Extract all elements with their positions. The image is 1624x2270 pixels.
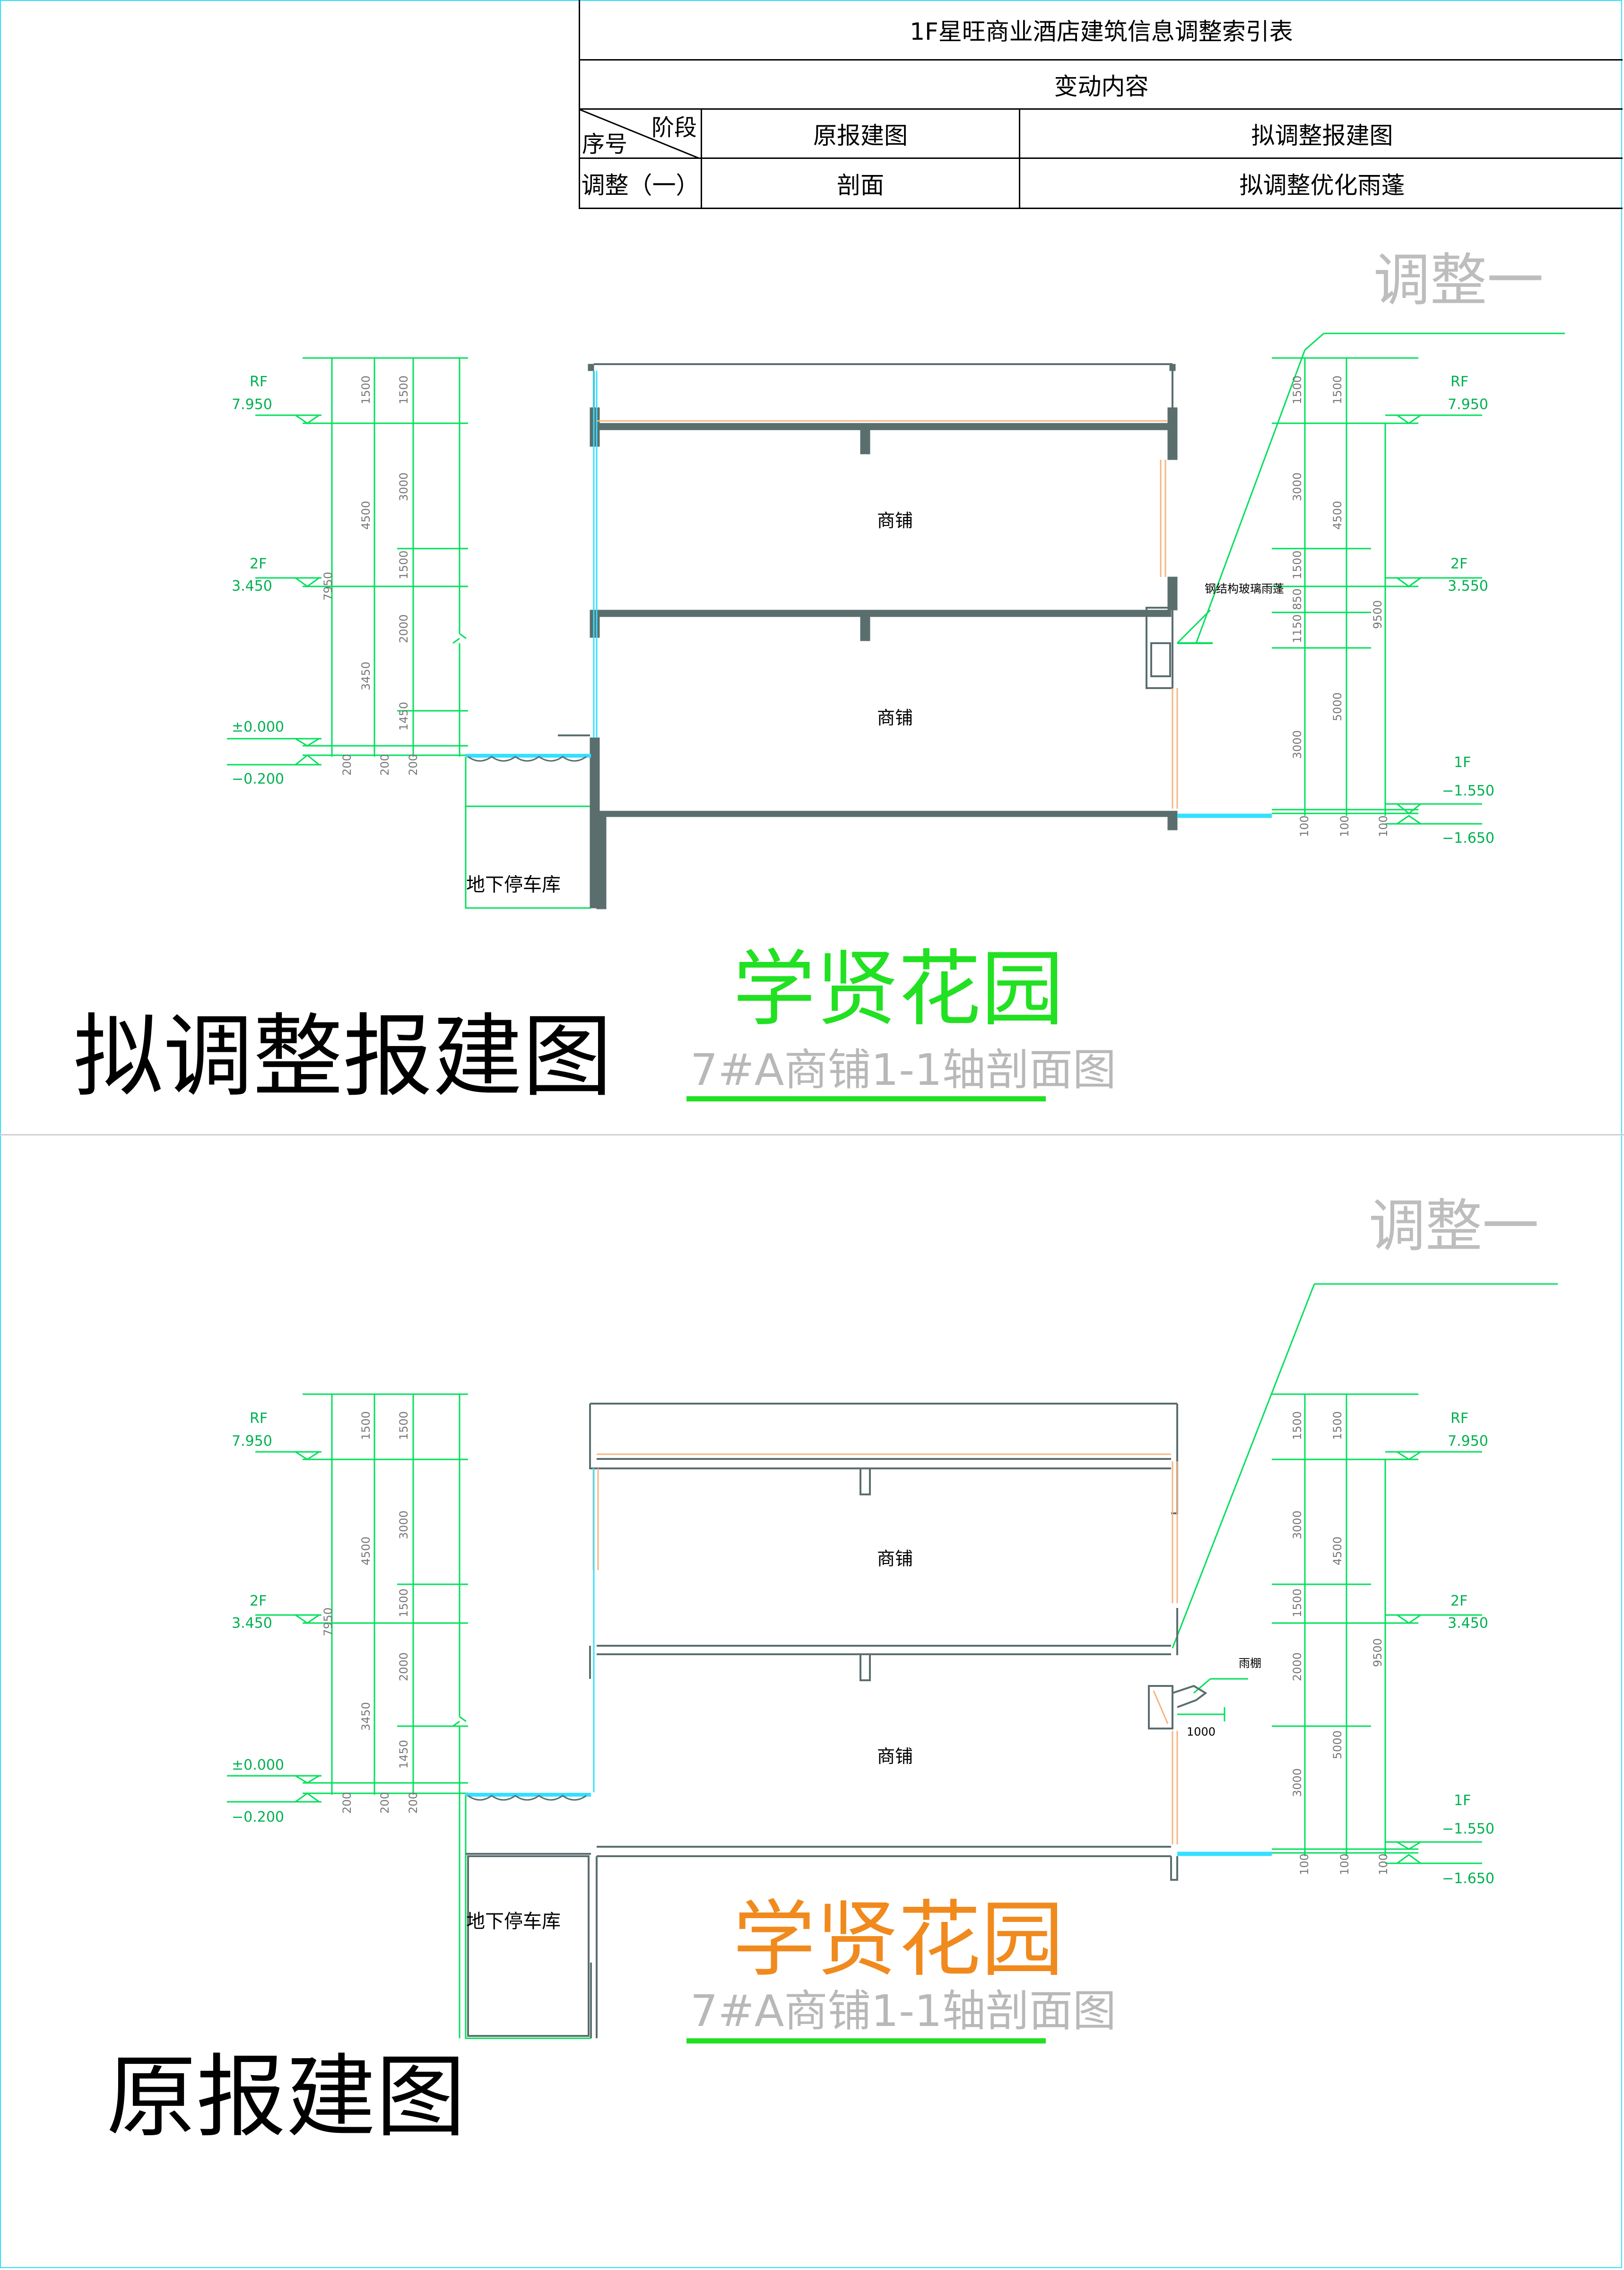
- bottom-left-level-zero: ±0.000: [232, 1757, 285, 1773]
- bottom-left-dim-0: 1500: [359, 1411, 373, 1440]
- bottom-right-dim-7: 5000: [1331, 1730, 1344, 1759]
- bottom-left-dim-3: 4500: [359, 1536, 373, 1565]
- bottom-left-dim-1: 1500: [397, 1411, 410, 1440]
- bottom-right-dim-9: 100: [1298, 1853, 1311, 1875]
- bottom-basement-label: 地下停车库: [466, 1911, 561, 1932]
- bottom-right-level-1f-elev: −1.550: [1442, 1821, 1495, 1837]
- sheet-divider: [0, 1134, 1624, 1135]
- bottom-left-level-2f-elev: 3.450: [232, 1615, 272, 1632]
- top-left-level-rf-elev: 7.950: [232, 396, 272, 413]
- table-col-original: 原报建图: [813, 122, 908, 149]
- table-section-row: 变动内容: [580, 61, 1623, 110]
- index-table: 1F星旺商业酒店建筑信息调整索引表 变动内容 阶段 序号 原报建图 拟调整报建图…: [579, 0, 1623, 209]
- bottom-right-level-1f-name: 1F: [1454, 1792, 1471, 1809]
- bottom-room-upper: 商铺: [877, 1548, 913, 1569]
- bottom-right-dim-0: 1500: [1291, 1411, 1304, 1440]
- bottom-left-level-rf-name: RF: [250, 1410, 268, 1427]
- top-left-level-2f-name: 2F: [250, 556, 267, 572]
- bottom-left-dim-7: 3450: [359, 1702, 373, 1731]
- top-section-drawing: [227, 332, 1565, 909]
- top-canopy-note: 钢结构玻璃雨蓬: [1205, 582, 1284, 595]
- bottom-right-dim-10: 100: [1338, 1853, 1351, 1875]
- bottom-title-underline: [686, 2038, 1046, 2043]
- table-title-row: 1F星旺商业酒店建筑信息调整索引表: [580, 0, 1623, 61]
- bottom-canopy-dim: 1000: [1187, 1725, 1216, 1738]
- top-heading: 拟调整报建图: [73, 1004, 613, 1109]
- top-left-level-2f-elev: 3.450: [232, 578, 272, 594]
- top-project-title: 学贤花园: [733, 942, 1064, 1038]
- top-room-lower: 商铺: [877, 707, 913, 728]
- top-drawing-title: 7#A商铺1-1轴剖面图: [690, 1045, 1116, 1095]
- bottom-canopy-note: 雨棚: [1239, 1657, 1261, 1670]
- bottom-right-dim-1: 1500: [1331, 1411, 1344, 1440]
- bottom-right-dim-3: 4500: [1331, 1536, 1344, 1565]
- bottom-left-dim-10: 200: [378, 1792, 391, 1814]
- bottom-right-level-2f-elev: 3.450: [1448, 1615, 1488, 1632]
- top-left-level-rf-name: RF: [250, 374, 268, 390]
- table-col-proposed: 拟调整报建图: [1251, 122, 1393, 149]
- top-room-upper: 商铺: [877, 510, 913, 531]
- bottom-right-dim-8: 3000: [1291, 1768, 1304, 1797]
- table-stage-seq-cell: 阶段 序号: [580, 110, 701, 159]
- top-right-level-rf-elev: 7.950: [1448, 396, 1488, 413]
- bottom-right-level-rf-elev: 7.950: [1448, 1433, 1488, 1449]
- table-row-label: 调整（一）: [581, 171, 700, 199]
- top-right-level-1f-elev: −1.550: [1442, 783, 1495, 799]
- bottom-left-dim-4: 1500: [397, 1588, 410, 1617]
- top-right-level-minus: −1.650: [1442, 830, 1495, 847]
- top-right-level-2f-name: 2F: [1450, 556, 1468, 572]
- bottom-project-title: 学贤花园: [733, 1892, 1064, 1988]
- bottom-right-dim-11: 100: [1377, 1853, 1390, 1875]
- bottom-right-level-2f-name: 2F: [1450, 1593, 1468, 1609]
- bottom-room-lower: 商铺: [877, 1746, 913, 1767]
- bottom-drawing-title: 7#A商铺1-1轴剖面图: [690, 1986, 1116, 2036]
- bottom-heading: 原报建图: [106, 2045, 466, 2149]
- table-col-stage: 阶段: [651, 114, 697, 141]
- bottom-right-dim-4: 1500: [1291, 1588, 1304, 1617]
- table-row-original: 剖面: [837, 171, 884, 199]
- top-right-level-2f-elev: 3.550: [1448, 578, 1488, 594]
- table-col-seq: 序号: [582, 131, 628, 157]
- top-adjustment-tag: 调整一: [1373, 248, 1544, 314]
- top-basement-label: 地下停车库: [466, 874, 561, 896]
- top-left-level-minus: −0.200: [232, 771, 285, 787]
- table-row: 调整（一） 剖面 拟调整优化雨蓬: [580, 159, 1623, 208]
- top-right-level-rf-name: RF: [1450, 374, 1469, 390]
- bottom-left-level-rf-elev: 7.950: [232, 1433, 272, 1449]
- top-left-level-zero: ±0.000: [232, 719, 285, 735]
- bottom-adjustment-tag: 调整一: [1369, 1194, 1539, 1259]
- bottom-right-level-minus: −1.650: [1442, 1870, 1495, 1887]
- bottom-left-level-2f-name: 2F: [250, 1593, 267, 1609]
- bottom-left-dim-5: 7950: [321, 1607, 335, 1636]
- bottom-left-dim-2: 3000: [397, 1510, 410, 1539]
- bottom-right-level-rf-name: RF: [1450, 1410, 1469, 1427]
- bottom-left-dim-6: 2000: [397, 1652, 410, 1681]
- bottom-right-dim-5: 2000: [1291, 1652, 1304, 1681]
- table-header-row: 阶段 序号 原报建图 拟调整报建图: [580, 110, 1623, 159]
- top-right-level-1f-name: 1F: [1454, 754, 1471, 771]
- bottom-left-level-minus: −0.200: [232, 1809, 285, 1825]
- bottom-right-dim-6: 9500: [1371, 1638, 1384, 1667]
- top-title-underline: [686, 1096, 1046, 1101]
- bottom-left-dim-8: 1450: [397, 1739, 410, 1769]
- bottom-right-dim-2: 3000: [1291, 1510, 1304, 1539]
- table-row-proposed: 拟调整优化雨蓬: [1239, 171, 1405, 199]
- bottom-left-dim-9: 200: [340, 1792, 354, 1814]
- bottom-left-dim-11: 200: [407, 1792, 420, 1814]
- table-diagonal: [580, 110, 701, 159]
- table-title: 1F星旺商业酒店建筑信息调整索引表: [910, 17, 1293, 45]
- table-section-header: 变动内容: [1054, 72, 1149, 100]
